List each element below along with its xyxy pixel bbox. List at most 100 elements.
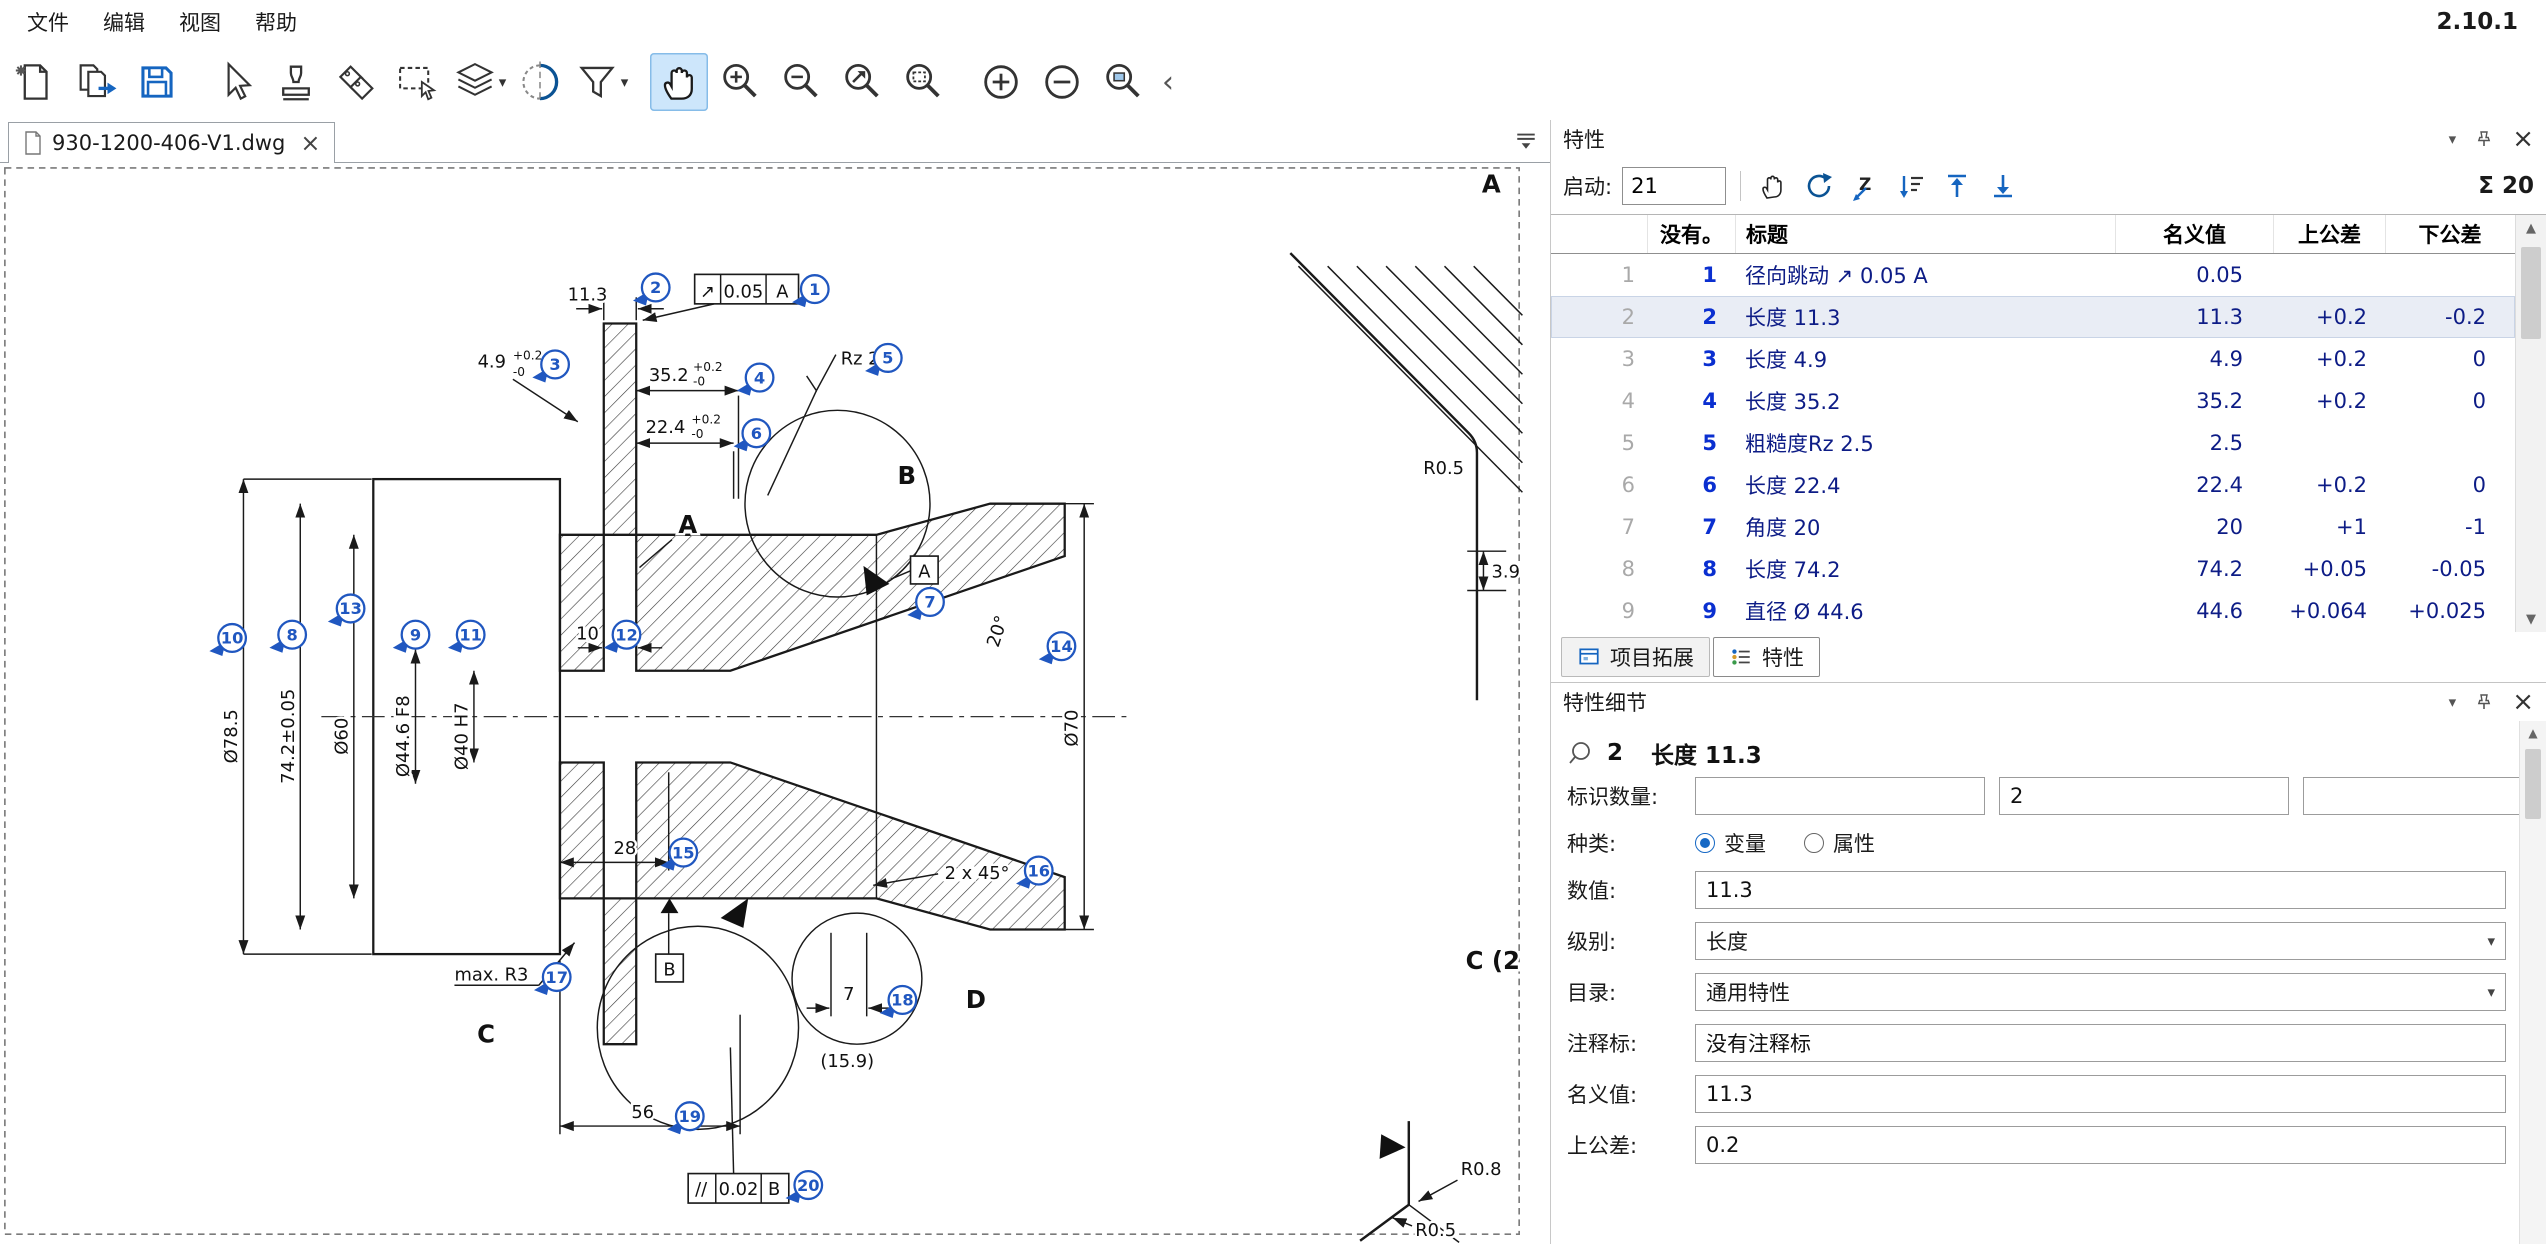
decrease-button[interactable] <box>1033 53 1091 111</box>
layers-caret-icon[interactable]: ▾ <box>499 73 507 91</box>
svg-text:12: 12 <box>615 625 638 644</box>
layers-button[interactable]: ▾ <box>450 53 508 111</box>
upper-tolerance-input[interactable] <box>1695 1126 2506 1164</box>
radio-attribute-control[interactable] <box>1804 833 1824 853</box>
pin-icon[interactable] <box>2474 692 2494 712</box>
balloon-18[interactable]: 18 <box>880 986 917 1018</box>
panel-menu-icon[interactable]: ▾ <box>2449 693 2457 711</box>
move-top-button[interactable] <box>1939 168 1975 204</box>
menu-file[interactable]: 文件 <box>10 7 86 37</box>
scroll-up-icon[interactable]: ▲ <box>2528 721 2537 745</box>
header-no[interactable]: 没有。 <box>1647 215 1735 253</box>
zoom-selection-button[interactable] <box>833 53 891 111</box>
radio-attribute[interactable]: 属性 <box>1804 828 1875 858</box>
document-tab[interactable]: 930-1200-406-V1.dwg × <box>8 122 335 163</box>
balloon-13[interactable]: 13 <box>328 595 365 627</box>
menu-edit[interactable]: 编辑 <box>86 7 162 37</box>
tab-characteristics[interactable]: 特性 <box>1713 637 1820 677</box>
table-row[interactable]: 33长度 4.94.9+0.20 <box>1551 338 2515 380</box>
start-number-input[interactable] <box>1622 167 1726 205</box>
zoom-window-button[interactable] <box>894 53 952 111</box>
new-document-button[interactable] <box>6 53 64 111</box>
level-select[interactable]: 长度 ▾ <box>1695 922 2506 960</box>
hand-tool-button[interactable] <box>1755 168 1791 204</box>
document-list-button[interactable] <box>1514 128 1538 156</box>
filter-caret-icon[interactable]: ▾ <box>621 73 629 91</box>
svg-text:+0.2: +0.2 <box>693 360 723 374</box>
panel-menu-icon[interactable]: ▾ <box>2449 130 2457 148</box>
detail-item-header: 2 长度 11.3 <box>1567 729 2506 777</box>
menu-help[interactable]: 帮助 <box>238 7 314 37</box>
note-input[interactable] <box>1695 1024 2506 1062</box>
id-count-input-2[interactable] <box>1999 777 2289 815</box>
catalog-select[interactable]: 通用特性 ▾ <box>1695 973 2506 1011</box>
id-count-input-3[interactable] <box>2303 777 2546 815</box>
kind-label: 种类: <box>1567 828 1695 858</box>
details-scrollbar[interactable]: ▲ <box>2519 721 2546 1244</box>
scroll-thumb[interactable] <box>2525 749 2541 819</box>
menu-view[interactable]: 视图 <box>162 7 238 37</box>
view-label-d: D <box>966 985 986 1014</box>
auto-balloon-button[interactable]: Z <box>1847 168 1883 204</box>
stamp-tool-button[interactable] <box>267 53 325 111</box>
svg-text:4: 4 <box>754 368 765 387</box>
select-tool-button[interactable] <box>206 53 264 111</box>
balloon-12[interactable]: 12 <box>604 621 641 653</box>
close-panel-icon[interactable]: × <box>2512 689 2534 715</box>
header-title[interactable]: 标题 <box>1735 215 2115 253</box>
scroll-thumb[interactable] <box>2521 247 2541 339</box>
header-upper[interactable]: 上公差 <box>2273 215 2385 253</box>
nominal-input[interactable] <box>1695 1075 2506 1113</box>
header-lower[interactable]: 下公差 <box>2385 215 2514 253</box>
dim-56: 56 <box>631 1102 654 1123</box>
close-tab-icon[interactable]: × <box>300 131 320 155</box>
datum-b-label: B <box>663 959 675 980</box>
scroll-up-icon[interactable]: ▲ <box>2526 215 2536 241</box>
header-nominal[interactable]: 名义值 <box>2115 215 2273 253</box>
table-row[interactable]: 99直径 Ø 44.644.6+0.064+0.025 <box>1551 590 2515 632</box>
radio-variable[interactable]: 变量 <box>1695 828 1766 858</box>
pan-tool-button[interactable] <box>650 53 708 111</box>
svg-text:+0.2: +0.2 <box>513 348 543 362</box>
balloon-10[interactable]: 10 <box>209 624 246 656</box>
save-button[interactable] <box>128 53 186 111</box>
table-row[interactable]: 66长度 22.422.4+0.20 <box>1551 464 2515 506</box>
tab-project-extension[interactable]: 项目拓展 <box>1561 637 1710 677</box>
zoom-region-button[interactable] <box>1094 53 1152 111</box>
renumber-button[interactable] <box>1801 168 1837 204</box>
drawing-canvas[interactable]: 11.3 4.9 +0.2 -0 35.2 +0.2 -0 22.4 <box>0 163 1550 1244</box>
drawing-viewport[interactable]: 11.3 4.9 +0.2 -0 35.2 +0.2 -0 22.4 <box>0 163 1550 1244</box>
radio-variable-control[interactable] <box>1695 833 1715 853</box>
table-row[interactable]: 77角度 2020+1-1 <box>1551 506 2515 548</box>
zoom-in-button[interactable] <box>711 53 769 111</box>
pin-icon[interactable] <box>2474 129 2494 149</box>
balloon-14[interactable]: 14 <box>1039 632 1076 664</box>
svg-text:13: 13 <box>339 599 362 618</box>
balloon-17[interactable]: 17 <box>534 963 571 995</box>
marquee-select-button[interactable] <box>389 53 447 111</box>
value-input[interactable] <box>1695 871 2506 909</box>
characteristic-details: 2 长度 11.3 标识数量: 种类: 变量 属性 数值: <box>1551 721 2546 1244</box>
sort-button[interactable] <box>1893 168 1929 204</box>
zoom-out-button[interactable] <box>772 53 830 111</box>
balloon-20[interactable]: 20 <box>786 1171 823 1203</box>
id-count-input-1[interactable] <box>1695 777 1985 815</box>
balloon-2[interactable]: 2 <box>633 274 670 306</box>
balloon-4[interactable]: 4 <box>737 364 774 396</box>
filter-button[interactable]: ▾ <box>572 53 630 111</box>
move-bottom-button[interactable] <box>1985 168 2021 204</box>
scroll-down-icon[interactable]: ▼ <box>2526 606 2536 632</box>
svg-text:7: 7 <box>924 593 935 612</box>
increase-button[interactable] <box>972 53 1030 111</box>
table-row-selected[interactable]: 22长度 11.311.3+0.2-0.2 <box>1551 296 2515 338</box>
table-row[interactable]: 11径向跳动 ↗ 0.05 A0.05 <box>1551 254 2515 296</box>
collapse-toolbar-button[interactable]: ‹ <box>1155 53 1181 111</box>
table-row[interactable]: 55粗糙度Rz 2.52.5 <box>1551 422 2515 464</box>
mirror-view-button[interactable] <box>511 53 569 111</box>
close-panel-icon[interactable]: × <box>2512 126 2534 152</box>
open-document-button[interactable] <box>67 53 125 111</box>
table-row[interactable]: 44长度 35.235.2+0.20 <box>1551 380 2515 422</box>
table-scrollbar[interactable]: ▲ ▼ <box>2515 215 2546 632</box>
tag-tool-button[interactable] <box>328 53 386 111</box>
table-row[interactable]: 88长度 74.274.2+0.05-0.05 <box>1551 548 2515 590</box>
